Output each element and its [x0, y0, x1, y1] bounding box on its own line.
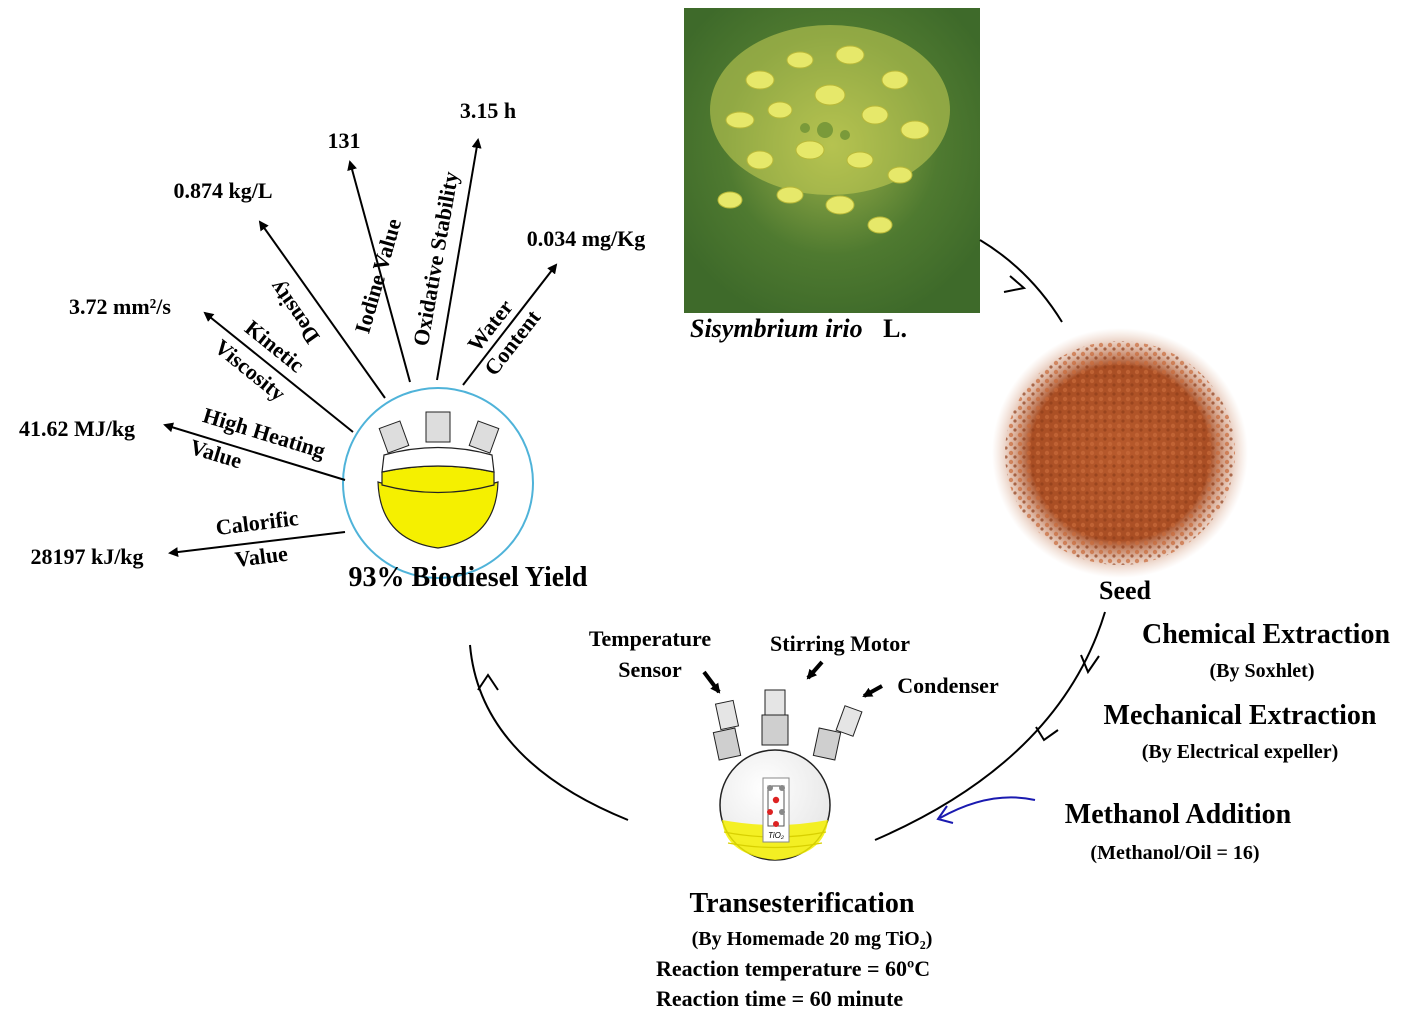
- density-value: 0.874 kg/L: [173, 178, 272, 203]
- tio2-crystal-icon: [767, 785, 785, 827]
- calorific-value: 28197 kJ/kg: [30, 544, 143, 569]
- iodine-value: 131: [328, 128, 361, 153]
- arrow-seed-to-reactor: [874, 611, 1106, 841]
- condenser-label: Condenser: [897, 673, 999, 698]
- reactor-part-arrows: [702, 660, 883, 698]
- iodine-name: Iodine Value: [350, 216, 407, 337]
- tio2-label: TiO₂: [768, 831, 784, 840]
- plant-photo: [684, 8, 980, 313]
- arrow-viscosity: [203, 311, 354, 433]
- plant-name: Sisymbrium irio L.: [690, 314, 907, 343]
- arrowhead-seed-1: [1080, 654, 1100, 675]
- reaction-time: Reaction time = 60 minute: [656, 986, 903, 1010]
- arrowhead-reactor-to-biodiesel: [477, 673, 499, 691]
- arrow-density: [258, 220, 386, 399]
- mechanical-extraction-title: Mechanical Extraction: [1104, 700, 1377, 731]
- chemical-extraction-method: (By Soxhlet): [1210, 660, 1315, 682]
- oxidative-name: Oxidative Stability: [408, 170, 463, 348]
- calorific-name-1: Calorific: [214, 505, 300, 540]
- seed-pile: [992, 328, 1248, 578]
- water-value: 0.034 mg/Kg: [527, 226, 646, 251]
- methanol-arrow: [936, 796, 1036, 824]
- temperature-sensor-label-2: Sensor: [618, 657, 682, 682]
- heating-value: 41.62 MJ/kg: [19, 416, 135, 441]
- reactor-flask: TiO₂: [712, 689, 863, 861]
- plant-species: Sisymbrium irio: [690, 314, 863, 343]
- arrow-heating: [163, 422, 346, 481]
- heating-name-2: Value: [187, 434, 245, 473]
- methanol-addition-title: Methanol Addition: [1065, 799, 1292, 830]
- property-arrows: [163, 138, 558, 558]
- biodiesel-yield-label: 93% Biodiesel Yield: [348, 562, 587, 593]
- plant-authority: L.: [883, 314, 907, 343]
- biodiesel-flask: [342, 387, 534, 579]
- arrowhead-plant-to-seed: [1003, 275, 1027, 293]
- arrow-water: [462, 263, 558, 386]
- seed-label: Seed: [1099, 576, 1152, 605]
- reaction-temperature: Reaction temperature = 60ºC: [656, 956, 930, 981]
- arrow-plant-to-seed: [979, 239, 1063, 323]
- arrow-iodine: [347, 160, 411, 383]
- arrow-calorific: [168, 531, 346, 558]
- methanol-ratio: (Methanol/Oil = 16): [1090, 842, 1259, 864]
- arrow-reactor-to-biodiesel: [469, 644, 629, 821]
- arrowhead-seed-2: [1035, 726, 1059, 742]
- oxidative-value: 3.15 h: [460, 98, 516, 123]
- mechanical-extraction-method: (By Electrical expeller): [1142, 741, 1339, 763]
- arrow-oxidative: [436, 138, 482, 381]
- temperature-sensor-label-1: Temperature: [589, 626, 711, 651]
- transesterification-title: Transesterification: [690, 888, 915, 919]
- viscosity-value: 3.72 mm²/s: [69, 294, 171, 319]
- chemical-extraction-title: Chemical Extraction: [1142, 619, 1390, 650]
- stirring-motor-label: Stirring Motor: [770, 631, 910, 656]
- transesterification-catalyst: (By Homemade 20 mg TiO₂): [692, 928, 933, 950]
- cycle-arrows: [469, 239, 1106, 841]
- calorific-name-2: Value: [233, 541, 289, 572]
